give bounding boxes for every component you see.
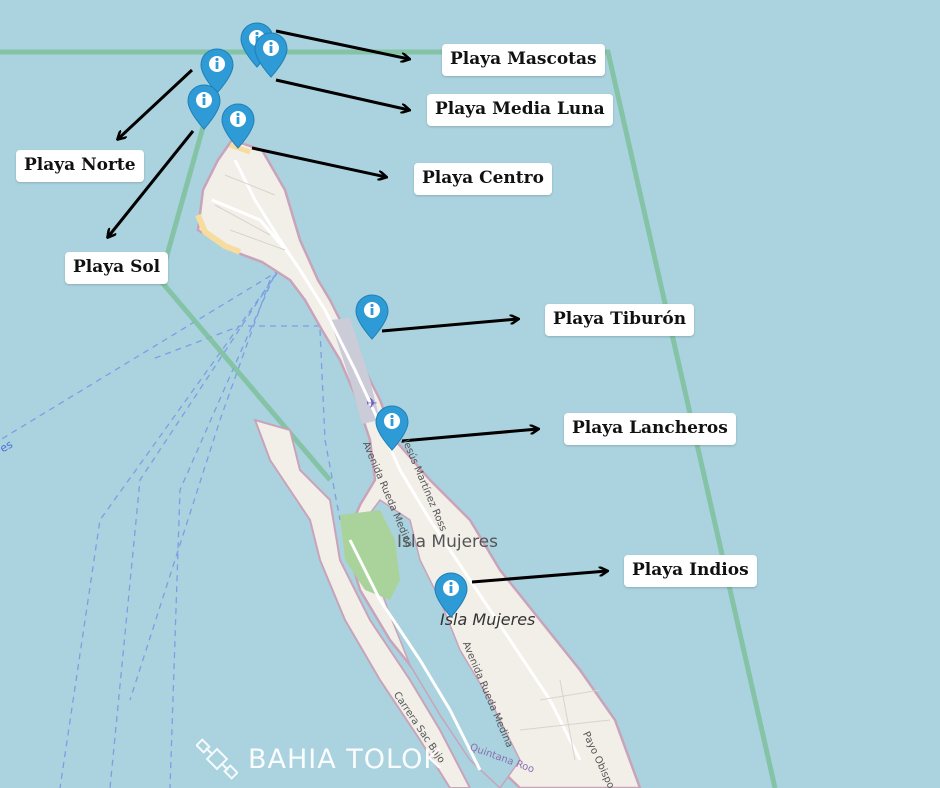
callout-arrows <box>108 29 607 584</box>
park-boundary-east <box>0 49 778 788</box>
peninsula-land <box>253 418 472 788</box>
info-marker-icon[interactable] <box>355 294 389 340</box>
info-marker-icon[interactable] <box>221 103 255 149</box>
watermark-text: BAHIA TOLOK <box>248 743 443 775</box>
info-marker-icon[interactable] <box>200 48 234 94</box>
info-marker-icon[interactable] <box>187 84 221 130</box>
beach-label-norte[interactable]: Playa Norte <box>16 150 144 182</box>
beach-label-mascotas[interactable]: Playa Mascotas <box>442 44 605 76</box>
arrow-right-icon <box>118 68 194 139</box>
arrow-right-icon <box>381 319 518 333</box>
arrow-right-icon <box>401 429 538 443</box>
airport-icon: ✈ <box>366 396 378 412</box>
beach-label-sol[interactable]: Playa Sol <box>65 252 169 284</box>
arrow-right-icon <box>251 146 386 177</box>
municipality-label: Isla Mujeres <box>440 610 536 629</box>
beach-label-centro[interactable]: Playa Centro <box>414 163 552 195</box>
beach-label-media-luna[interactable]: Playa Media Luna <box>427 94 613 126</box>
arrow-right-icon <box>108 130 195 237</box>
beach-sand <box>195 213 242 255</box>
info-marker-icon[interactable] <box>434 572 468 618</box>
beach-label-lancheros[interactable]: Playa Lancheros <box>564 413 736 445</box>
arrow-right-icon <box>275 29 409 59</box>
beach-label-indios[interactable]: Playa Indios <box>624 555 757 587</box>
town-label: Isla Mujeres <box>397 532 498 552</box>
info-marker-icon[interactable] <box>254 32 288 78</box>
beach-label-tiburon[interactable]: Playa Tiburón <box>545 304 695 336</box>
watermark: BAHIA TOLOK <box>196 738 442 780</box>
ferry-routes <box>0 269 341 788</box>
info-marker-icon[interactable] <box>375 405 409 451</box>
satellite-logo-icon <box>196 738 238 780</box>
arrow-right-icon <box>471 571 607 584</box>
park-area <box>340 510 400 600</box>
arrow-right-icon <box>275 78 409 110</box>
